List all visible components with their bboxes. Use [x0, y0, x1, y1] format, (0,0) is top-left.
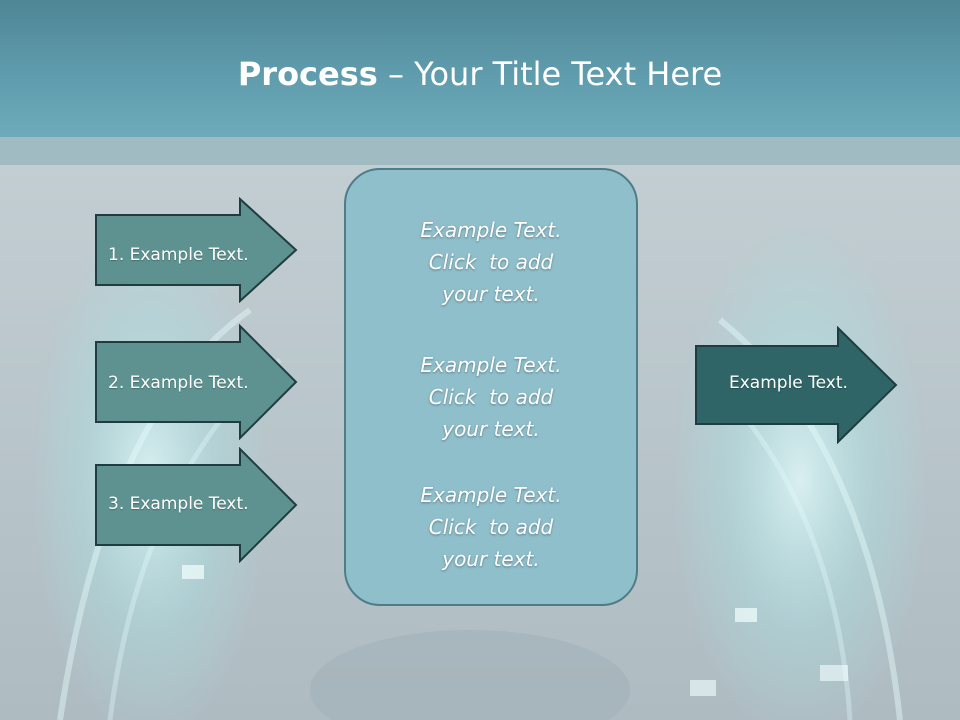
input-arrow-2[interactable] — [94, 324, 300, 440]
input-arrow-1[interactable] — [94, 197, 300, 303]
input-arrow-2-label: 2. Example Text. — [108, 373, 249, 393]
block-3-line-3: your text. — [442, 547, 540, 571]
center-text-block-2: Example Text. Click to add your text. — [346, 349, 636, 445]
title-rest-part: – Your Title Text Here — [377, 55, 723, 93]
block-2-line-3: your text. — [442, 417, 540, 441]
block-2-line-2: Click to add — [428, 385, 554, 409]
block-1-line-2: Click to add — [428, 250, 554, 274]
block-3-line-2: Click to add — [428, 515, 554, 539]
input-arrow-3-label: 3. Example Text. — [108, 494, 249, 514]
center-text-box[interactable]: Example Text. Click to add your text. Ex… — [344, 168, 638, 606]
block-3-line-1: Example Text. — [420, 483, 562, 507]
slide-title[interactable]: Process – Your Title Text Here — [0, 52, 960, 96]
title-bar — [0, 0, 960, 137]
title-bold-part: Process — [237, 55, 378, 93]
center-text-block-3: Example Text. Click to add your text. — [346, 479, 636, 575]
output-arrow[interactable] — [694, 326, 900, 444]
block-2-line-1: Example Text. — [420, 353, 562, 377]
center-text-block-1: Example Text. Click to add your text. — [346, 214, 636, 310]
input-arrow-1-label: 1. Example Text. — [108, 245, 249, 265]
title-underline-band — [0, 137, 960, 165]
output-arrow-label: Example Text. — [729, 373, 848, 393]
block-1-line-3: your text. — [442, 282, 540, 306]
input-arrow-3[interactable] — [94, 447, 300, 563]
block-1-line-1: Example Text. — [420, 218, 562, 242]
